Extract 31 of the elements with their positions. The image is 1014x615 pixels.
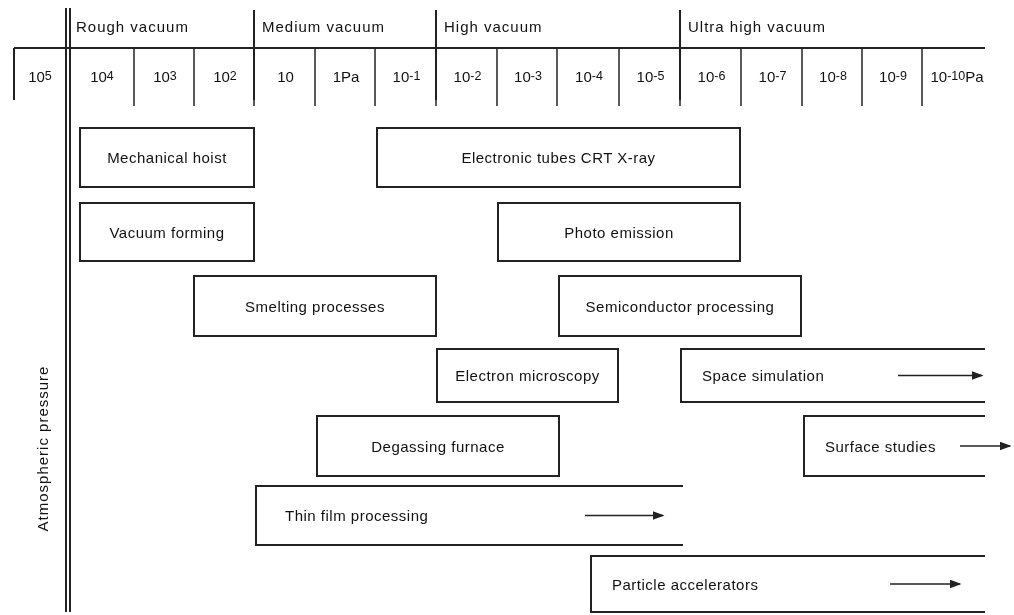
application-label: Photo emission (563, 223, 675, 241)
application-label: Thin film processing (284, 507, 430, 524)
application-label: Vacuum forming (108, 223, 226, 241)
application-label: Electron microscopy (454, 367, 601, 384)
application-label: Surface studies (824, 437, 937, 455)
range-heading: Ultra high vacuum (688, 18, 826, 35)
application-label: Electronic tubes CRT X-ray (460, 149, 657, 166)
range-box (497, 202, 741, 262)
range-heading: Medium vacuum (262, 18, 386, 35)
open-ended-range-bar (803, 415, 985, 477)
axis-title: Atmospheric pressure (33, 364, 51, 534)
open-ended-range-bar (680, 348, 985, 403)
range-box (316, 415, 560, 477)
range-box (558, 275, 802, 337)
range-box (79, 127, 255, 188)
application-label: Smelting processes (244, 297, 386, 315)
application-label: Degassing furnace (370, 437, 506, 455)
pressure-tick-label: 10 (276, 66, 295, 87)
range-box (79, 202, 255, 262)
range-box (193, 275, 437, 337)
range-box (436, 348, 619, 403)
application-label: Space simulation (701, 367, 826, 384)
range-heading: High vacuum (444, 18, 543, 35)
application-label: Mechanical hoist (106, 149, 228, 166)
open-ended-range-bar (590, 555, 985, 613)
application-label: Particle accelerators (611, 575, 760, 593)
range-heading: Rough vacuum (76, 18, 189, 35)
open-ended-range-bar (255, 485, 683, 546)
range-box (376, 127, 741, 188)
application-label: Semiconductor processing (584, 297, 776, 315)
pressure-tick-label: 1Pa (331, 66, 361, 87)
